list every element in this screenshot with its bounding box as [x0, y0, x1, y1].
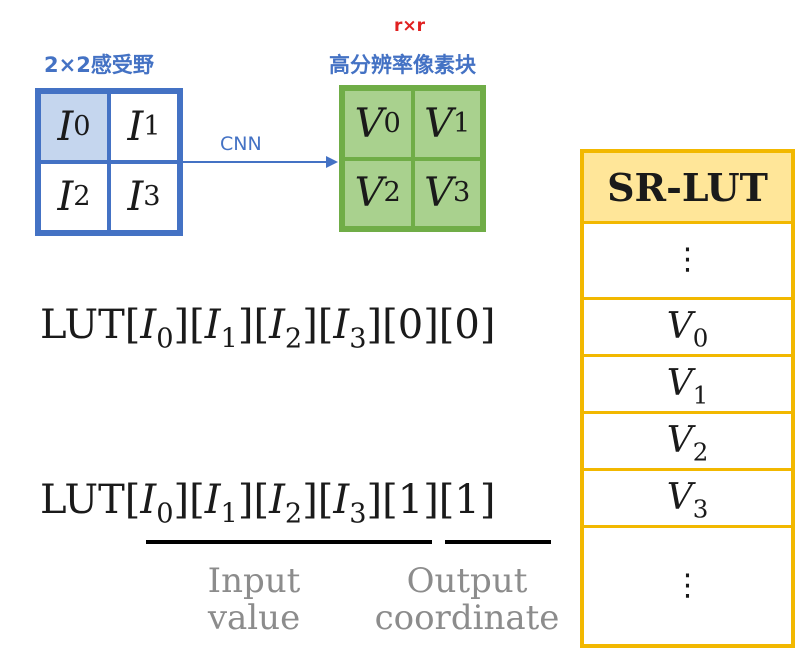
output-grid-title: 高分辨率像素块 [329, 53, 476, 77]
sr-lut-row-v3: V3 [584, 468, 791, 525]
sr-lut-table: SR-LUT ⋮ V0 V1 V2 V3 ⋮ [580, 149, 795, 648]
output-coordinate-label: Output coordinate [374, 561, 560, 639]
patch-size-label: r×r [394, 16, 426, 36]
input-value-underline [146, 540, 432, 544]
lut-expression-2: LUT[I0][I1][I2][I3][1][1] [40, 477, 496, 530]
input-grid-title: 2×2感受野 [44, 53, 154, 77]
vertical-ellipsis-icon: ⋮ [672, 567, 703, 603]
sr-lut-row-v0: V0 [584, 297, 791, 354]
output-coordinate-underline [445, 540, 551, 544]
sr-lut-ellipsis-bottom: ⋮ [584, 525, 791, 644]
lut-expression-1: LUT[I0][I1][I2][I3][0][0] [40, 302, 496, 355]
sr-lut-row-v2: V2 [584, 411, 791, 468]
cnn-label: CNN [220, 133, 262, 155]
sr-lut-row-v1: V1 [584, 354, 791, 411]
sr-lut-header: SR-LUT [584, 153, 791, 221]
sr-lut-ellipsis-top: ⋮ [584, 221, 791, 297]
cnn-arrow [182, 156, 338, 168]
input-value-label: Input value [207, 561, 301, 639]
vertical-ellipsis-icon: ⋮ [672, 242, 703, 278]
